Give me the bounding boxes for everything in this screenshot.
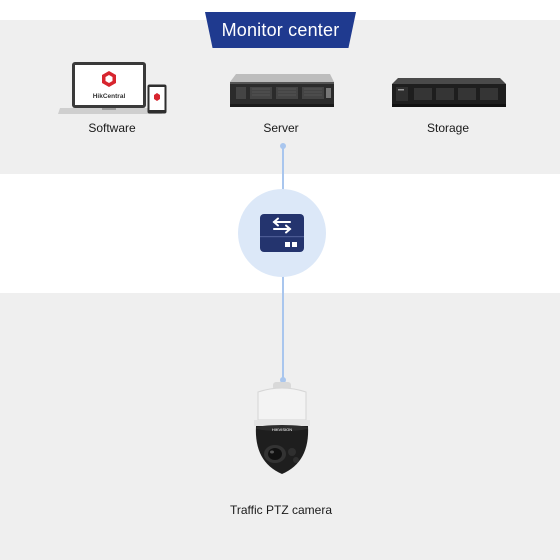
camera-label: Traffic PTZ camera [229, 503, 333, 517]
rack-server-icon [230, 74, 334, 107]
link-switch-to-camera [282, 276, 284, 380]
link-server-to-switch [282, 146, 284, 190]
ptz-camera-icon: HIKVISION [254, 382, 310, 474]
monitor-center-title: Monitor center [205, 12, 356, 48]
link-dot-bottom [280, 377, 286, 383]
software-label: Software [88, 121, 136, 135]
laptop-icon: HikCentral [58, 62, 162, 114]
hikcentral-logo-text: HikCentral [93, 93, 126, 100]
hikcentral-logo [102, 71, 116, 87]
server-label: Server [263, 121, 299, 135]
tablet-icon [147, 84, 167, 114]
network-switch-icon [260, 214, 304, 252]
storage-label: Storage [426, 121, 470, 135]
nvr-storage-icon [392, 78, 506, 107]
camera-brand-text: HIKVISION [272, 427, 292, 432]
